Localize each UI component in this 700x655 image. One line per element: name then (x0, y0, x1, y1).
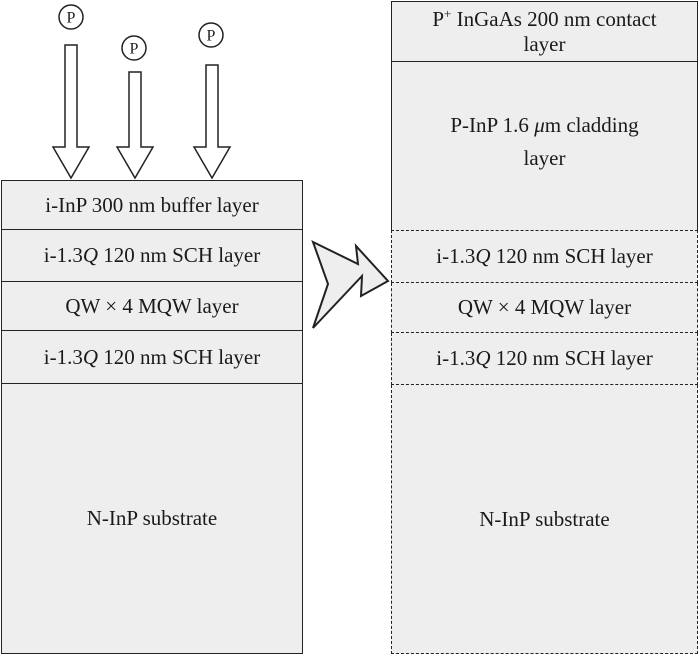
implant-arrow-2 (115, 71, 155, 180)
svg-text:P: P (130, 41, 139, 58)
right-substrate-layer: N-InP substrate (391, 385, 698, 654)
right-mqw-layer: QW × 4 MQW layer (391, 283, 698, 333)
left-sch-bottom-layer: i-1.3Q 120 nm SCH layer (1, 331, 303, 384)
implant-arrow-3 (192, 64, 232, 180)
ion-symbol-1: P (58, 4, 84, 30)
ion-symbol-3: P (198, 22, 224, 48)
process-arrow-icon (311, 240, 390, 329)
left-sch-top-layer: i-1.3Q 120 nm SCH layer (1, 230, 303, 282)
left-substrate-label: N-InP substrate (86, 506, 218, 530)
right-sch-bottom-label: i-1.3Q 120 nm SCH layer (436, 346, 653, 370)
right-sch-bottom-layer: i-1.3Q 120 nm SCH layer (391, 333, 698, 385)
left-buffer-label: i-InP 300 nm buffer layer (45, 192, 259, 217)
ion-symbol-2: P (121, 35, 147, 61)
svg-text:P: P (67, 10, 76, 27)
right-mqw-label: QW × 4 MQW layer (457, 295, 632, 319)
implant-arrow-1 (51, 44, 91, 180)
left-sch-bottom-label: i-1.3Q 120 nm SCH layer (43, 344, 261, 369)
left-mqw-label: QW × 4 MQW layer (65, 293, 239, 318)
left-mqw-layer: QW × 4 MQW layer (1, 282, 303, 331)
left-sch-top-label: i-1.3Q 120 nm SCH layer (43, 243, 261, 267)
svg-text:P: P (207, 28, 216, 45)
right-sch-top-layer: i-1.3Q 120 nm SCH layer (391, 230, 698, 283)
left-buffer-layer: i-InP 300 nm buffer layer (1, 180, 303, 230)
left-substrate-layer: N-InP substrate (1, 384, 303, 654)
right-substrate-label: N-InP substrate (479, 506, 610, 531)
right-sch-top-label: i-1.3Q 120 nm SCH layer (436, 244, 653, 268)
